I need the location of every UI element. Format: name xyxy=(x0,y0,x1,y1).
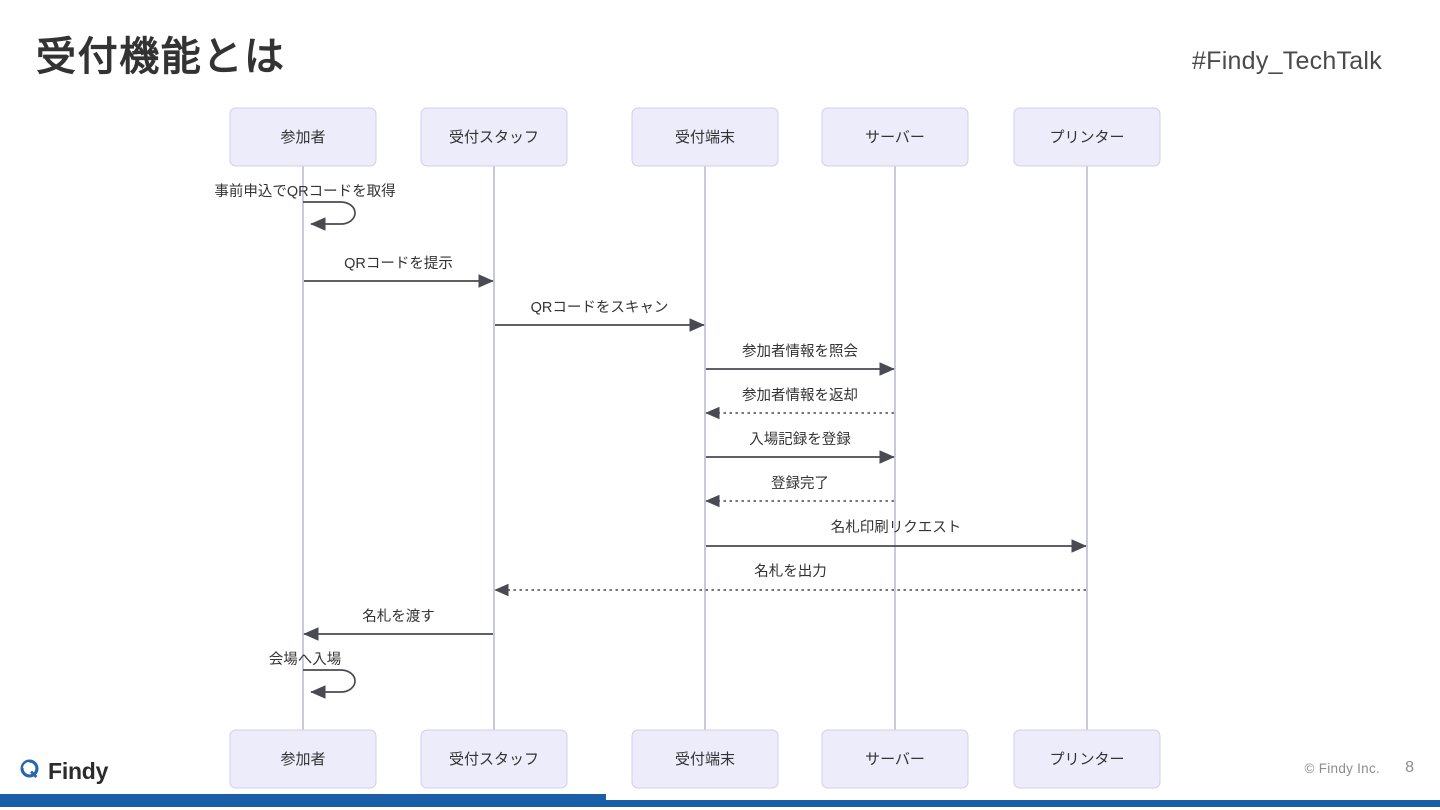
message-label-9: 名札を出力 xyxy=(754,563,827,580)
participant-box-printer-bottom xyxy=(1013,729,1161,789)
message-label-5: 参加者情報を返却 xyxy=(742,387,858,404)
message-self-1 xyxy=(303,201,356,231)
participant-label-terminal-top: 受付端末 xyxy=(675,129,735,146)
participant-label-printer-bottom: プリンター xyxy=(1049,751,1124,768)
participant-boxes-top: 参加者 受付スタッフ 受付端末 サーバー プリンター xyxy=(229,107,1161,167)
participant-label-server-top: サーバー xyxy=(865,129,925,146)
bottom-accent-bar-right xyxy=(606,800,1440,807)
participant-box-attendee-bottom xyxy=(229,729,377,789)
message-label-10: 名札を渡す xyxy=(362,608,435,625)
participant-label-staff-top: 受付スタッフ xyxy=(449,129,539,146)
message-labels-group: 事前申込でQRコードを取得 QRコードを提示 QRコードをスキャン参加者情報を照会参… xyxy=(214,183,961,668)
participant-box-terminal-top xyxy=(631,107,779,167)
message-label-1: 事前申込でQRコードを取得 xyxy=(214,183,395,200)
message-label-2: QRコードを提示 xyxy=(344,255,453,272)
participant-box-staff-bottom xyxy=(420,729,568,789)
bottom-accent-bar-left xyxy=(0,794,606,807)
participant-label-printer-top: プリンター xyxy=(1049,129,1124,146)
messages-group xyxy=(303,201,1087,699)
participant-label-staff-bottom: 受付スタッフ xyxy=(449,751,539,768)
message-self-11 xyxy=(303,669,356,699)
lifelines-group xyxy=(302,166,1088,730)
page-title: 受付機能とは xyxy=(36,35,286,79)
participant-box-attendee-top xyxy=(229,107,377,167)
participant-boxes-bottom: 参加者 受付スタッフ 受付端末 サーバー プリンター xyxy=(229,729,1161,789)
findy-circle-logo-icon xyxy=(18,757,41,785)
message-label-6: 入場記録を登録 xyxy=(749,431,851,448)
participant-label-attendee-bottom: 参加者 xyxy=(280,751,325,768)
participant-box-printer-top xyxy=(1013,107,1161,167)
participant-box-server-bottom xyxy=(821,729,969,789)
message-label-7: 登録完了 xyxy=(771,475,829,492)
message-label-11: 会場へ入場 xyxy=(269,651,342,668)
footer-logo: Findy xyxy=(18,757,108,785)
message-label-4: 参加者情報を照会 xyxy=(742,343,858,360)
participant-box-server-top xyxy=(821,107,969,167)
participant-label-server-bottom: サーバー xyxy=(865,751,925,768)
copyright-text: © Findy Inc. xyxy=(1304,761,1380,776)
brand-name: Findy xyxy=(48,757,109,784)
participant-box-terminal-bottom xyxy=(631,729,779,789)
page-number: 8 xyxy=(1405,759,1414,776)
participant-label-attendee-top: 参加者 xyxy=(280,129,325,146)
participant-label-terminal-bottom: 受付端末 xyxy=(675,751,735,768)
message-label-3: QRコードをスキャン xyxy=(531,299,669,316)
participant-box-staff-top xyxy=(420,107,568,167)
hashtag-label: #Findy_TechTalk xyxy=(1192,47,1382,75)
message-label-8: 名札印刷リクエスト xyxy=(831,519,962,536)
